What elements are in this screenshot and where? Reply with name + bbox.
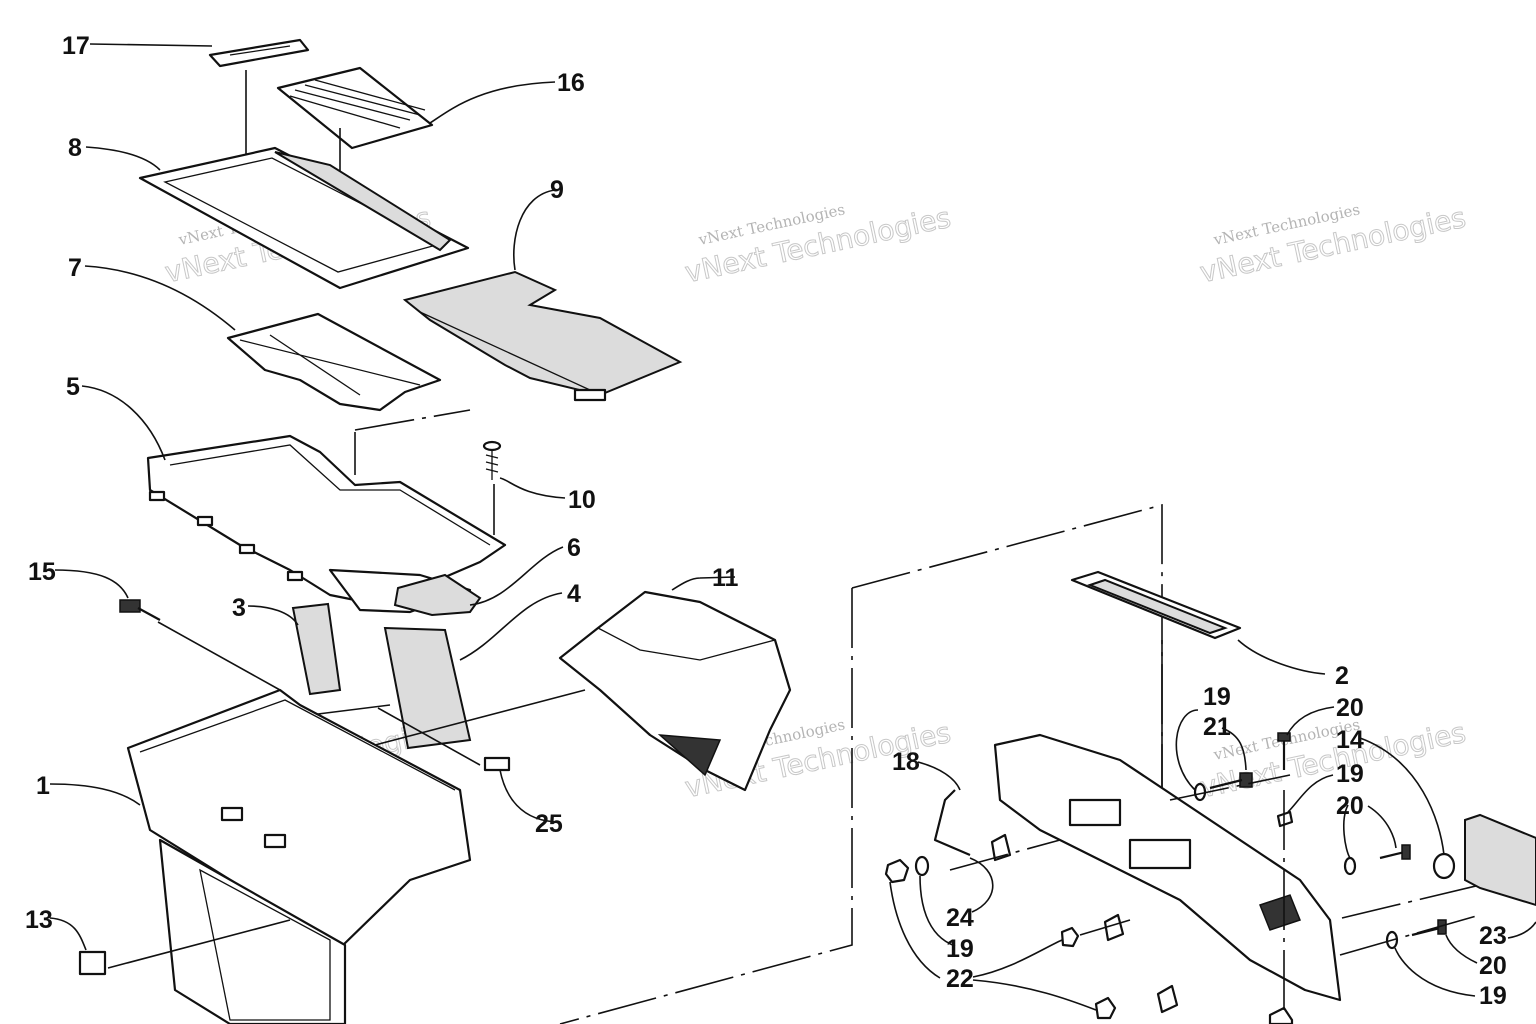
callout-label: 20 (1336, 694, 1364, 722)
assembly-dashed-line (1079, 919, 1131, 936)
assembly-line (309, 704, 391, 716)
callout-label: 20 (1479, 952, 1507, 980)
callout-label: 1 (36, 772, 50, 800)
part-15-bolt (119, 599, 161, 621)
callout-label: 19 (1479, 982, 1507, 1010)
callout-label: 14 (1336, 726, 1364, 754)
callout-label: 22 (946, 965, 974, 993)
assembly-dashed-line (354, 409, 471, 431)
assembly-line (157, 621, 281, 691)
assembly-line (374, 689, 586, 746)
assembly-line (377, 707, 481, 766)
part-8-frame (138, 146, 470, 290)
leader-lines (49, 43, 1536, 1011)
part-9-foam-pad (402, 270, 683, 402)
part-16-screen (276, 66, 434, 150)
plug-icon (1432, 852, 1456, 880)
callout-label: 4 (567, 580, 581, 608)
part-23-foam-block (1464, 813, 1536, 907)
callout-label: 3 (232, 594, 246, 622)
part-3-foam (291, 602, 342, 696)
assembly-dashed-line (559, 588, 853, 1024)
part-10-screw (482, 440, 502, 480)
part-18-duct (993, 733, 1342, 1002)
washer-icon (1156, 984, 1179, 1014)
washer-icon (1276, 810, 1294, 828)
callout-label: 19 (1336, 760, 1364, 788)
part-25-fastener (483, 756, 511, 772)
part-11-intake-silencer (558, 590, 792, 792)
bolt-icon (1277, 732, 1291, 742)
callout-label: 19 (946, 935, 974, 963)
nut-icon (884, 858, 910, 884)
callout-label: 24 (946, 904, 974, 932)
callout-label: 23 (1479, 922, 1507, 950)
callout-label: 8 (68, 134, 82, 162)
bolt-icon (1401, 844, 1411, 860)
washer-icon (914, 855, 930, 877)
washer-icon (1343, 856, 1357, 876)
part-6-seal (393, 573, 482, 617)
part-17-decal (208, 38, 310, 68)
part-4-foam (383, 626, 472, 750)
nut-icon (1060, 926, 1080, 948)
callout-label: 15 (28, 558, 56, 586)
washer-icon (1103, 913, 1125, 942)
part-13-clip (78, 950, 107, 976)
callout-label: 7 (68, 254, 82, 282)
callout-label: 6 (567, 534, 581, 562)
callout-label: 25 (535, 810, 563, 838)
assembly-dashed-line (1169, 774, 1291, 801)
callout-label: 5 (66, 373, 80, 401)
callout-labels: 17 16 8 9 7 5 10 6 15 3 4 11 1 25 13 2 1… (25, 32, 1507, 1010)
hardware-group (884, 732, 1456, 1024)
assembly-line (107, 919, 291, 969)
part-7-baffle (226, 312, 442, 412)
assembly-dashed-line (1341, 884, 1481, 919)
callout-label: 10 (568, 486, 596, 514)
washer-icon (990, 833, 1012, 862)
callout-label: 2 (1335, 662, 1349, 690)
callout-label: 9 (550, 176, 564, 204)
part-2-gasket (1070, 570, 1242, 640)
callout-label: 21 (1203, 713, 1231, 741)
callout-label: 11 (712, 564, 739, 592)
nut-icon (1094, 996, 1117, 1020)
washer-icon (1193, 782, 1207, 802)
callout-label: 16 (557, 69, 585, 97)
callout-label: 19 (1203, 683, 1231, 711)
callout-label: 13 (25, 906, 53, 934)
assembly-dashed-line (949, 839, 1061, 871)
bracket-icon (1268, 1006, 1294, 1024)
part-1-airbox (126, 688, 472, 1024)
callout-label: 18 (892, 748, 920, 776)
assembly-dashed-line (1339, 914, 1481, 956)
callout-label: 20 (1336, 792, 1364, 820)
callout-label: 17 (62, 32, 90, 60)
part-24-rod (933, 789, 971, 857)
